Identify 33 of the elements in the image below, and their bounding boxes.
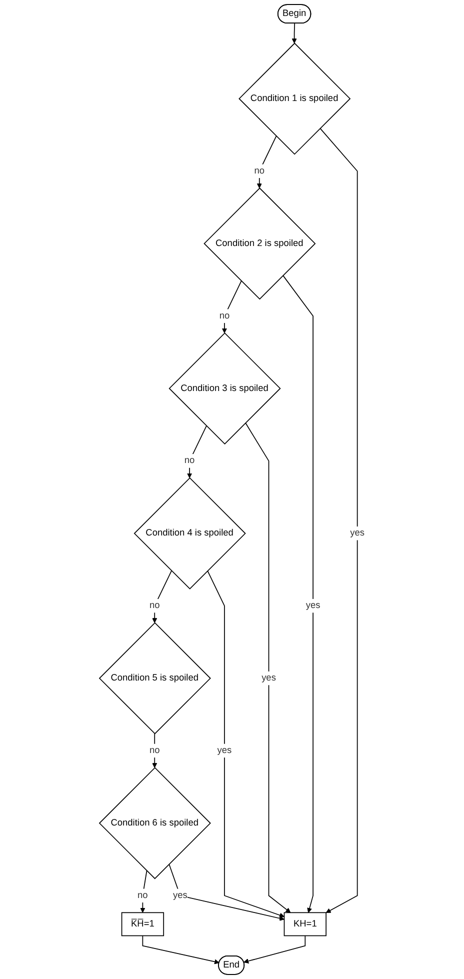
node-diamond: Condition 6 is spoiled: [98, 767, 211, 880]
arrow: [152, 733, 158, 768]
edge-label: yes: [262, 673, 276, 683]
edge-label: no: [138, 890, 148, 900]
arrow: [207, 570, 284, 918]
arrow: [292, 22, 297, 44]
edge-label: no: [254, 166, 265, 176]
edge-label: no: [219, 310, 230, 321]
arrow: [282, 275, 314, 913]
edge-label: yes: [172, 890, 188, 900]
arrow: [152, 570, 172, 624]
node-diamond: Condition 1 is spoiled: [238, 42, 351, 155]
arrow: [320, 128, 358, 913]
edge-label: no: [149, 600, 160, 610]
arrow: [245, 422, 291, 913]
arrow: [244, 935, 306, 964]
node-diamond: Condition 2 is spoiled: [204, 188, 316, 300]
arrow: [168, 864, 284, 921]
arrow: [222, 280, 242, 334]
node-diamond: Condition 3 is spoiled: [168, 332, 281, 445]
arrow: [256, 136, 277, 188]
node-diamond: Condition 4 is spoiled: [134, 477, 246, 590]
edge-label: yes: [306, 600, 320, 610]
edge-label: no: [149, 746, 160, 756]
node-diamond: Condition 5 is spoiled: [98, 622, 211, 734]
edge-label: yes: [217, 746, 232, 756]
edge-label: no: [184, 456, 195, 466]
arrow: [142, 935, 220, 964]
node-box: K̅H̅=1: [121, 912, 164, 936]
arrow: [140, 870, 148, 913]
arrow: [187, 425, 207, 478]
edge-label: yes: [350, 528, 365, 538]
node-box: KH=1: [284, 912, 326, 936]
